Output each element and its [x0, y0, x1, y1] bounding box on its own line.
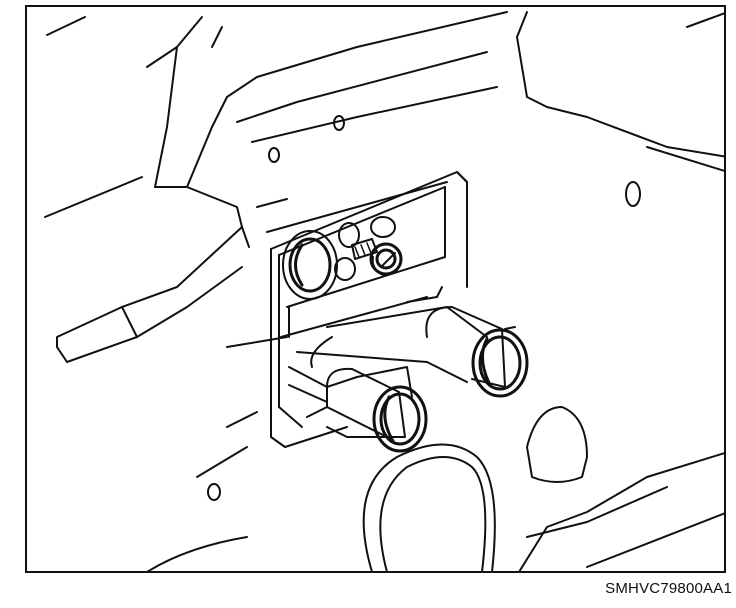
hole-1: [268, 147, 280, 163]
hole-4: [207, 483, 221, 501]
hole-2: [333, 115, 345, 131]
figure-code-label: SMHVC79800AA1: [605, 580, 732, 597]
heater-pipe-lower: [288, 366, 428, 453]
lower-body-contours: [146, 406, 724, 571]
bolt-shank: [351, 238, 378, 260]
pipe-lower-end: [372, 385, 428, 453]
heater-hose-pipes-illustration: [44, 11, 724, 571]
panel-holes: [207, 115, 641, 501]
pipe-upper-end: [471, 328, 529, 398]
grommet-outer: [282, 230, 338, 300]
pipe-recess-frame: [270, 171, 468, 448]
grommet-inner: [288, 237, 332, 293]
side-opening: [526, 406, 588, 483]
heater-pipe-upper: [296, 306, 529, 398]
pipe-lower-sleeve: [326, 367, 406, 438]
body-panel-outline: [44, 11, 724, 478]
grommet-and-bolt: [282, 216, 403, 300]
hole-3: [625, 181, 641, 207]
illustration-frame: [25, 5, 726, 573]
large-opening: [362, 443, 496, 571]
pipe-upper-sleeve: [425, 306, 506, 388]
bolt-head-icon: [369, 242, 403, 276]
